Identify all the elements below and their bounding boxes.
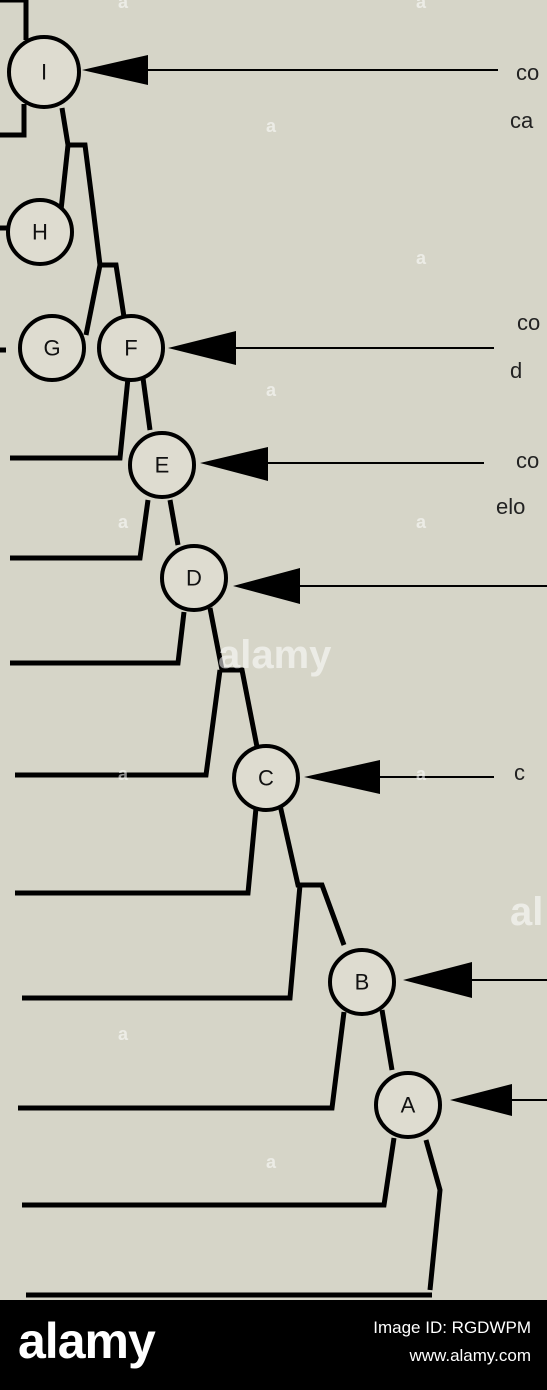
branch (10, 377, 131, 461)
annotation-3-line-2: elo (496, 494, 525, 519)
image-id-text: Image ID: RGDWPM (373, 1318, 531, 1337)
annotation-3-line-1: co (516, 448, 539, 473)
node-circle-e (128, 431, 196, 499)
watermark-logo: alamy (218, 633, 332, 677)
branch (0, 0, 29, 40)
cladogram-diagram: I H G F E D C B A (0, 0, 547, 1300)
annotation-2-line-2: d (510, 358, 522, 383)
node-label-f: F (124, 336, 137, 361)
node-circle-i (7, 35, 81, 109)
annotation-1-line-2: ca (510, 108, 534, 133)
branch (140, 377, 153, 431)
watermark-mark: a (416, 512, 427, 532)
branch (18, 1011, 347, 1111)
pointer-arrows (82, 55, 547, 1116)
branch (10, 499, 151, 561)
node-circle-c (232, 744, 300, 812)
watermark-mark: a (118, 512, 129, 532)
footer-url: www.alamy.com (409, 1346, 531, 1365)
branch (207, 607, 261, 753)
watermark-mark: a (416, 248, 427, 268)
node-labels: I H G F E D C B A (32, 60, 416, 1118)
watermark-mark: a (416, 764, 427, 784)
watermark-mark: a (118, 764, 129, 784)
node-label-c: C (258, 766, 274, 791)
watermark-footer: alamy Image ID: RGDWPM www.alamy.com (0, 1300, 547, 1390)
arrow-to-node-c (304, 760, 494, 794)
branch (15, 807, 259, 896)
node-circle-a (374, 1071, 442, 1139)
tree-branches (0, 0, 443, 1298)
watermark-mark: a (118, 1024, 129, 1044)
branch (379, 1009, 395, 1071)
branch (22, 1137, 397, 1208)
watermark-overlay: a a a a a a a alamy a a al a a (118, 0, 543, 1172)
node-circle-d (160, 544, 228, 612)
arrow-to-node-b (403, 962, 547, 998)
watermark-fragment: al (510, 890, 543, 934)
arrow-to-node-f (168, 331, 494, 365)
branch (10, 611, 187, 666)
annotation-texts: co ca co d co elo c (496, 60, 540, 785)
arrow-to-node-e (200, 447, 484, 481)
branch (15, 669, 223, 778)
annotation-4-line-1: c (514, 760, 525, 785)
node-label-d: D (186, 566, 202, 591)
node-label-i: I (41, 60, 47, 85)
annotation-2-line-1: co (517, 310, 540, 335)
node-circle-g (18, 314, 86, 382)
node-label-g: G (43, 336, 60, 361)
node-label-h: H (32, 220, 48, 245)
node-label-b: B (355, 970, 370, 995)
annotation-1-line-1: co (516, 60, 539, 85)
branch (167, 499, 181, 546)
branch (423, 1139, 443, 1291)
node-circle-b (328, 948, 396, 1016)
alamy-logo: alamy (18, 1313, 156, 1369)
node-circle-h (6, 198, 74, 266)
branch (83, 264, 103, 336)
branch (277, 804, 347, 946)
node-circle-f (97, 314, 165, 382)
node-label-e: E (155, 453, 170, 478)
branch (0, 104, 27, 138)
node-circles (6, 35, 442, 1139)
arrow-to-node-i (82, 55, 498, 85)
branch (22, 884, 303, 1001)
watermark-mark: a (118, 0, 129, 12)
watermark-mark: a (266, 1152, 277, 1172)
watermark-mark: a (416, 0, 427, 12)
arrow-to-node-a (450, 1084, 547, 1116)
arrow-to-node-d (233, 568, 547, 604)
watermark-mark: a (266, 116, 277, 136)
node-label-a: A (401, 1093, 416, 1118)
watermark-mark: a (266, 380, 277, 400)
